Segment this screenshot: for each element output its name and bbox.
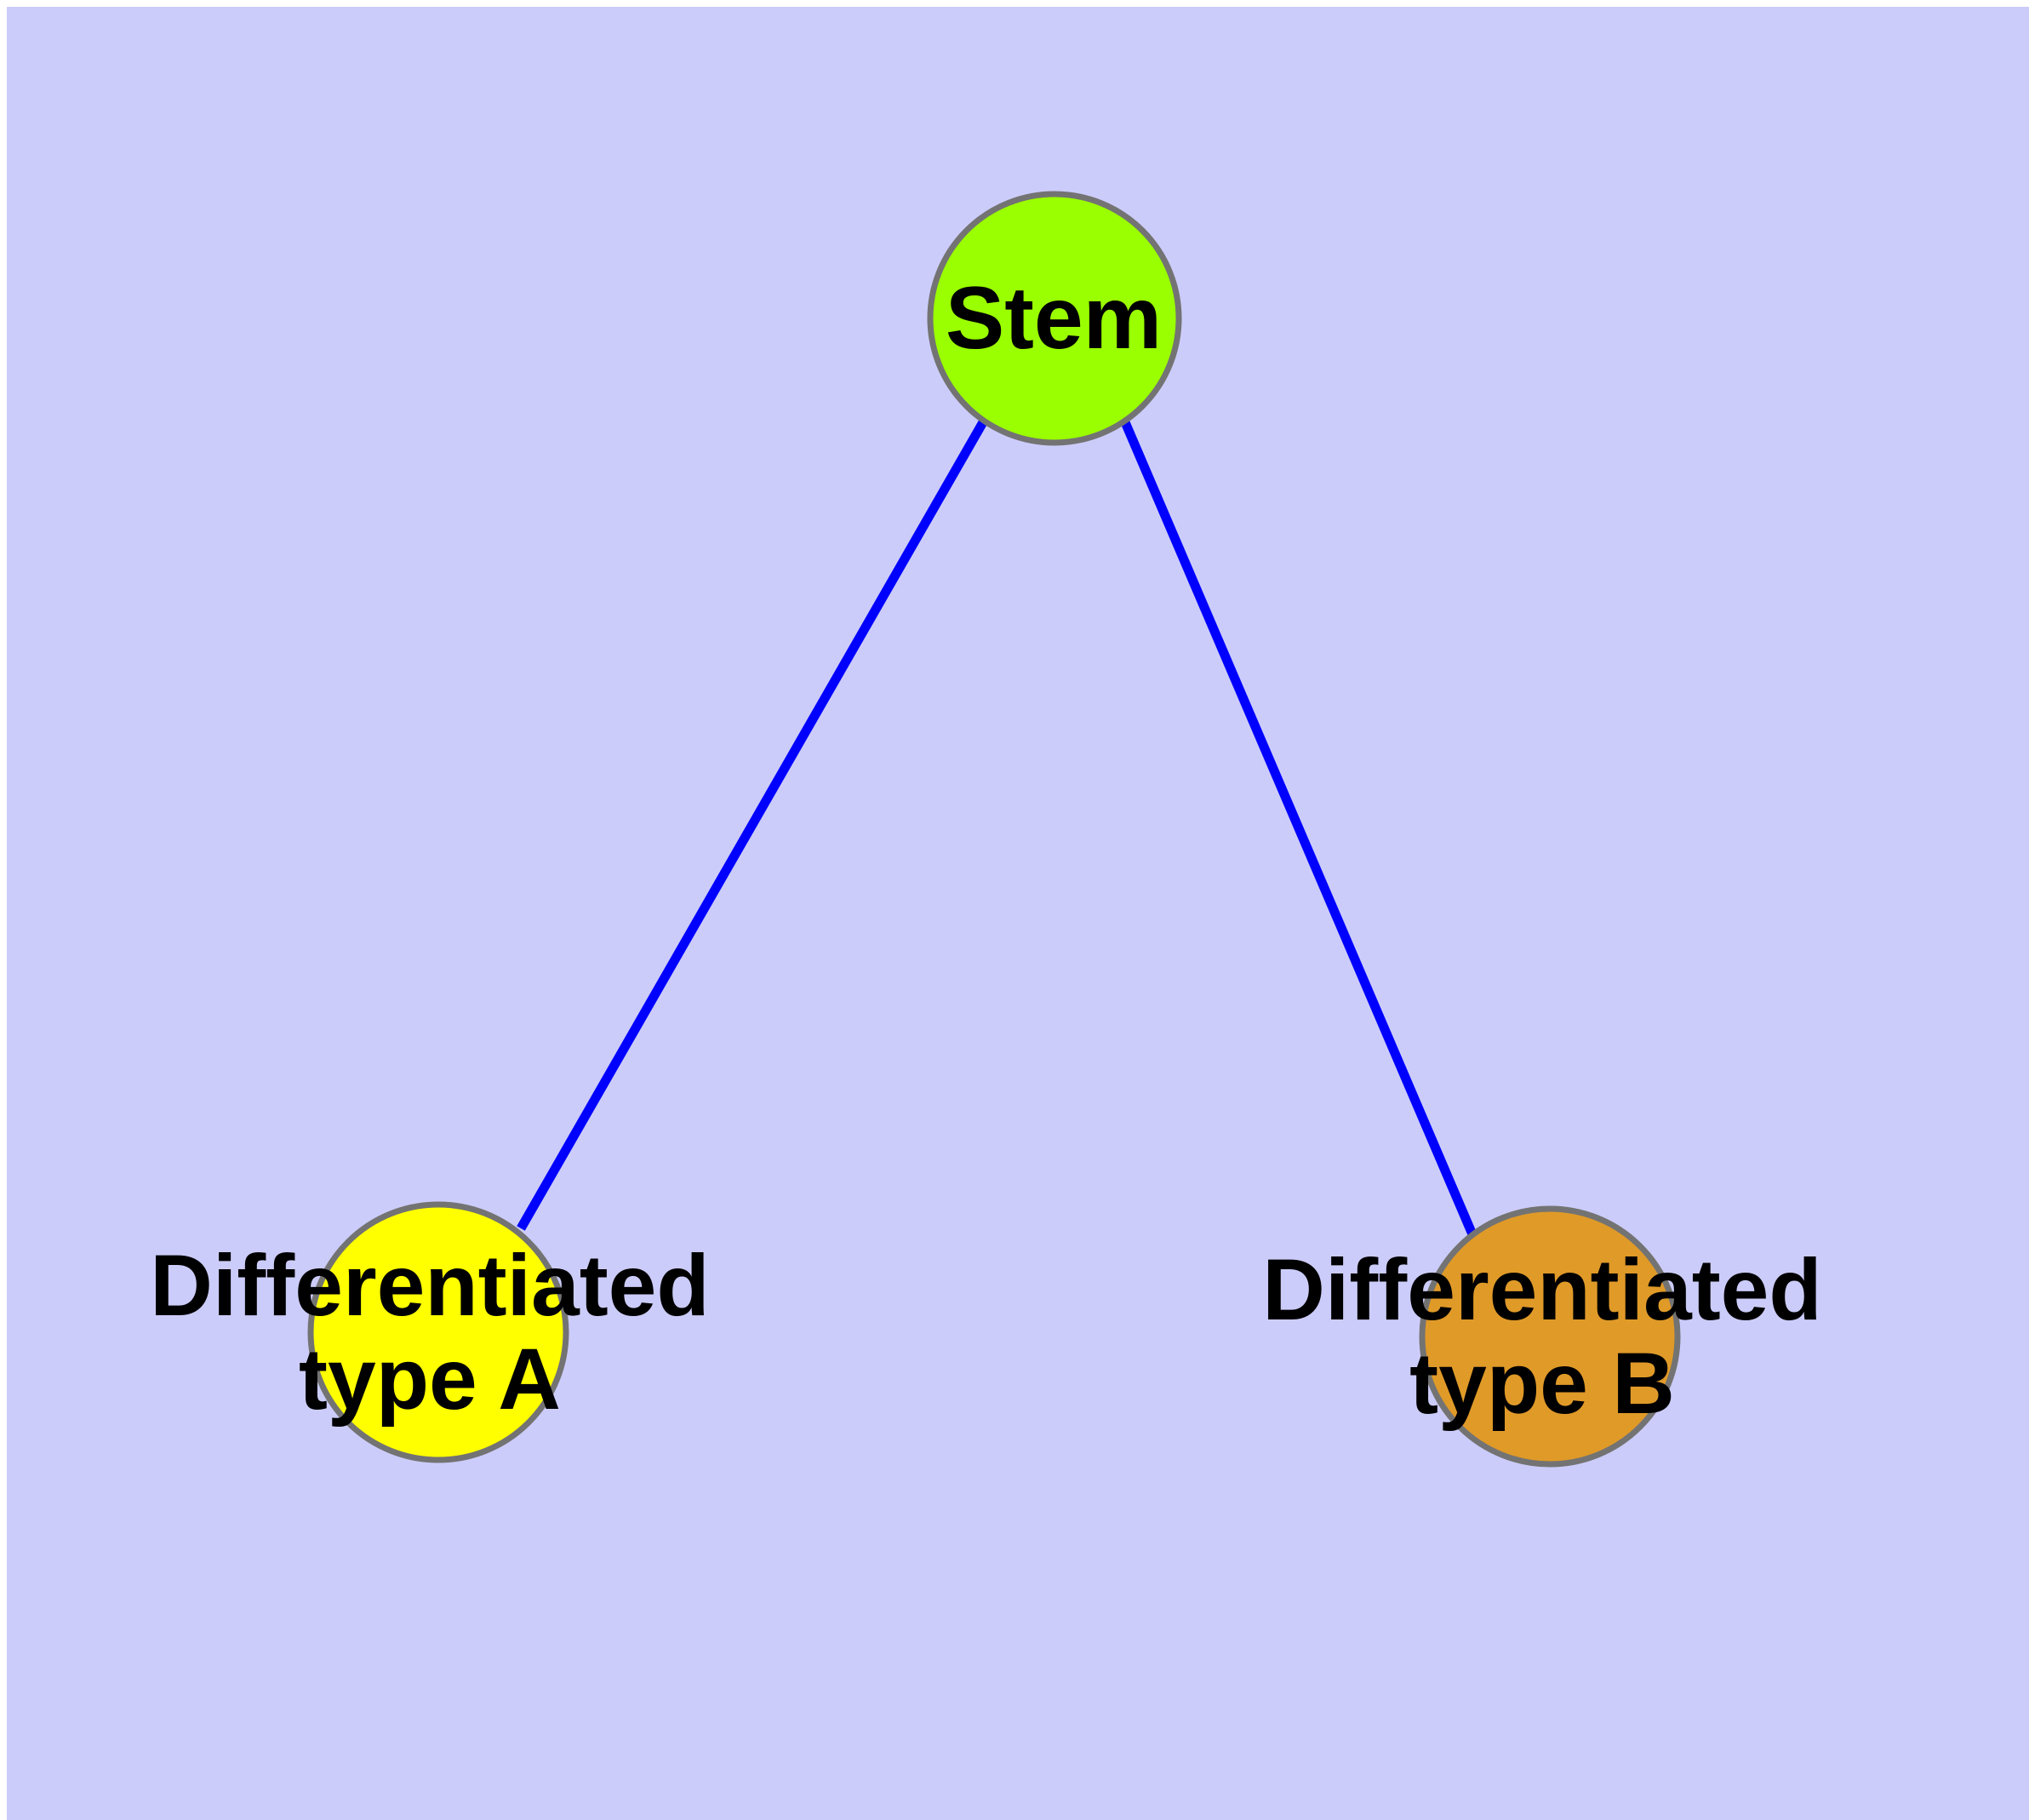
nodes-layer bbox=[307, 191, 1681, 1468]
node-circle-diff-b[interactable] bbox=[1419, 1205, 1681, 1468]
node-label-line: Differentiated bbox=[1262, 1241, 1821, 1338]
edge-stem-to-diff-a[interactable] bbox=[517, 420, 987, 1231]
node-label-line: Stem bbox=[946, 269, 1162, 368]
node-label-line: Differentiated bbox=[150, 1237, 709, 1334]
node-label-line: type A bbox=[299, 1331, 561, 1428]
node-label-stem: Stem bbox=[946, 269, 1162, 368]
edges-layer bbox=[517, 420, 1477, 1237]
node-label-line: type B bbox=[1409, 1335, 1675, 1432]
node-circle-stem[interactable] bbox=[927, 191, 1182, 446]
node-circle-diff-a[interactable] bbox=[307, 1201, 569, 1463]
edge-stem-to-diff-b[interactable] bbox=[1120, 420, 1477, 1237]
